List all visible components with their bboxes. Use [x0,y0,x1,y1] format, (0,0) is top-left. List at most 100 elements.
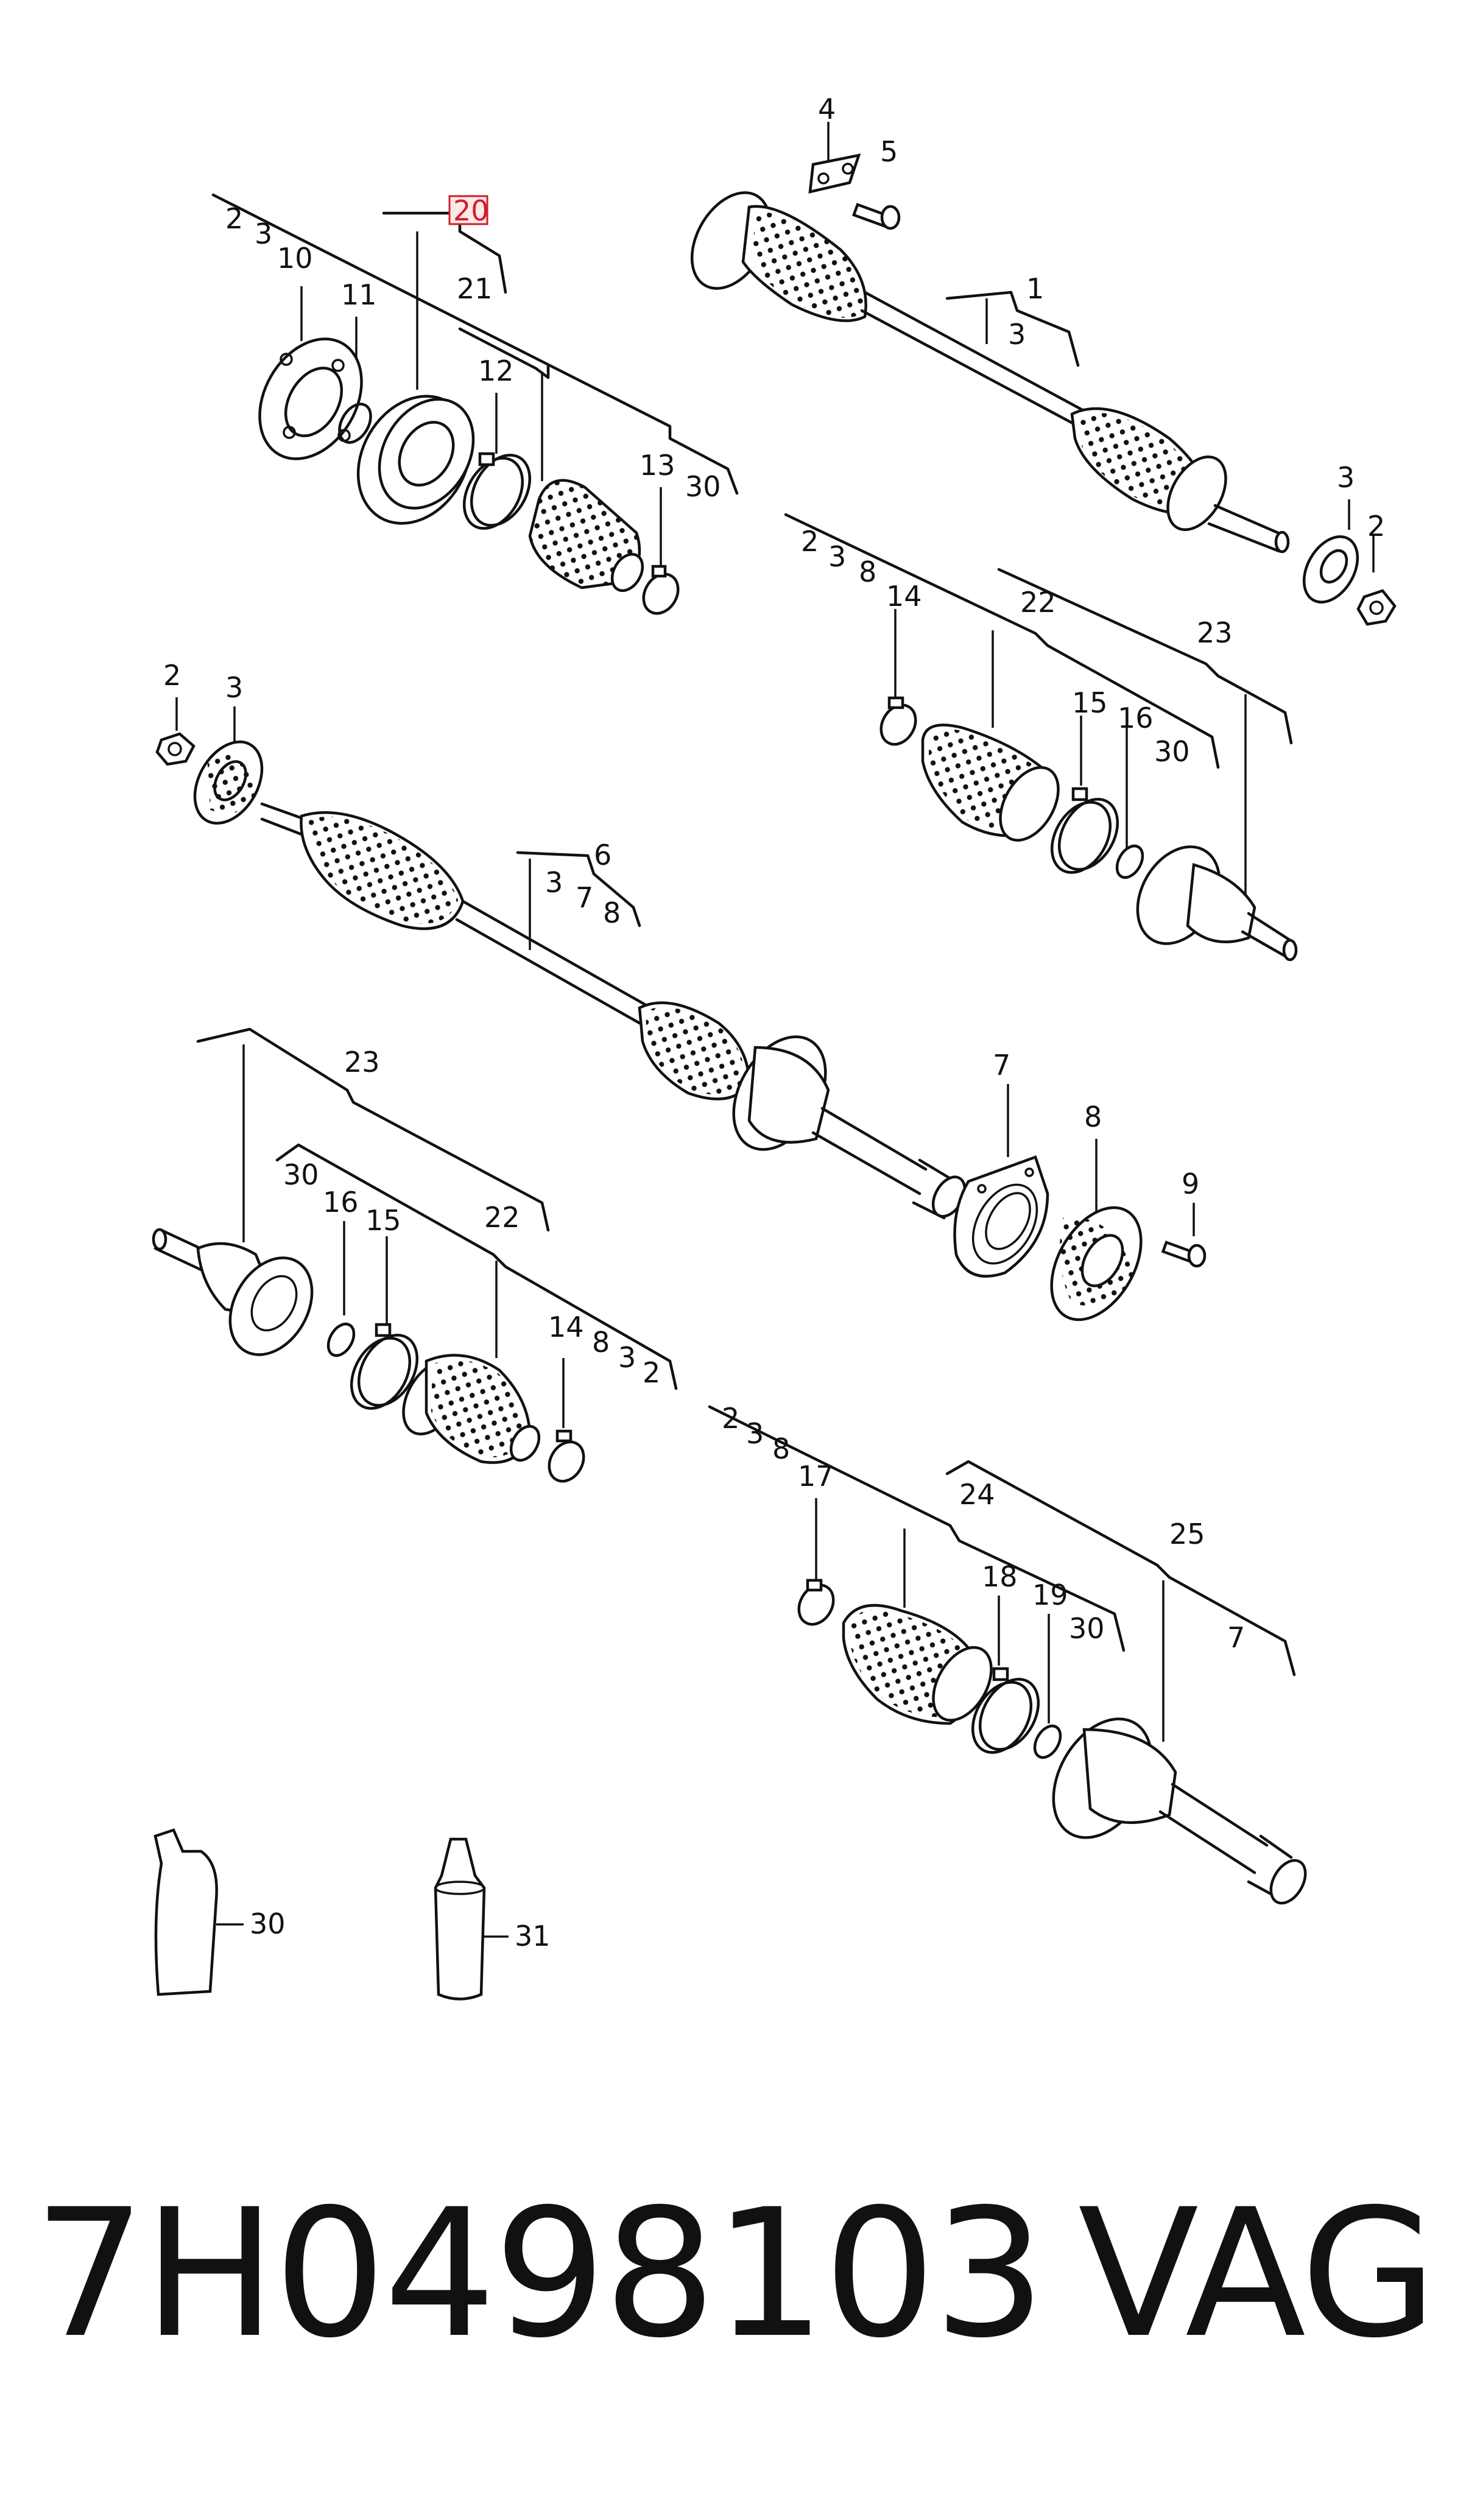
drive-shaft-top [690,191,1290,554]
callout-14: 14 [886,580,922,613]
callout-8: 8 [592,1326,610,1359]
callout-15: 15 [1072,686,1108,719]
small-clamp-part-13 [642,565,680,615]
boot-part-24 [842,1603,993,1725]
outer-joint-part-23-left [152,1228,314,1356]
callout-31: 31 [515,1920,551,1952]
part-number: 7H0498103 [33,2172,1046,2377]
callout-8: 8 [1084,1100,1102,1133]
callout-9: 9 [1182,1167,1199,1200]
clamp-part-12 [462,452,532,530]
sealant-bottle-part-31 [434,1837,509,2001]
callout-16: 16 [323,1186,359,1219]
outer-joint-part-23-right [1136,845,1298,962]
callout-23: 23 [1197,616,1233,649]
callout-8: 8 [859,555,876,588]
seal-plate-part-7 [953,1155,1049,1278]
callout-3: 3 [746,1417,764,1450]
circlip-part-16-right [1115,844,1144,879]
callout-14: 14 [548,1311,584,1343]
callout-21: 21 [457,272,493,305]
callout-3: 3 [828,540,846,573]
bracket-line-top-left-a [211,193,739,495]
callout-7: 7 [1227,1621,1245,1654]
callout-2: 2 [163,659,181,692]
brand-name: VAG [1078,2172,1437,2377]
callout-19: 19 [1032,1579,1068,1611]
callout-30: 30 [685,470,721,503]
callout-30: 30 [1154,735,1190,768]
group-inner-joint-kit [211,193,739,615]
callout-2: 2 [225,202,243,235]
callout-12: 12 [478,354,514,387]
small-clamp-part-17 [797,1579,835,1626]
callout-3: 3 [225,671,243,704]
clamp-part-15-left [350,1323,419,1410]
clamp-part-18 [971,1667,1040,1754]
callout-23: 23 [344,1046,380,1079]
callout-22: 22 [484,1201,520,1234]
callout-11: 11 [341,278,377,311]
callout-3: 3 [545,866,563,899]
callout-4: 4 [818,93,836,125]
callout-7: 7 [576,881,593,914]
bracket-line-25 [945,1460,1296,1677]
bracket-line-23-left [196,1027,550,1232]
bolt-part-9 [1161,1241,1207,1268]
callout-2: 2 [722,1402,739,1435]
callout-7: 7 [993,1049,1010,1082]
callout-30: 30 [283,1158,319,1191]
bracket-line-23 [997,568,1293,745]
group-outer-joint-kit-right [784,513,1298,962]
bracket-line-1 [945,290,1080,367]
group-outer-joint-kit-left [152,1027,678,1483]
bracket-line-20 [382,211,507,294]
washer-part-3-top [1302,535,1359,604]
boot-part-22-right [921,723,1060,842]
callout-5: 5 [880,135,898,168]
circlip-part-16-left [326,1322,356,1357]
bearing-part-8 [1050,1206,1143,1322]
nut-part-2-top [1356,589,1397,626]
bolt-part-5 [851,203,901,230]
group-drive-shaft-top [690,122,1397,626]
callout-labels: 20 2 3 10 11 21 12 13 30 4 5 1 3 3 2 2 3… [163,93,1385,1952]
bracket-line-22 [784,513,1220,769]
clamp-part-15-right [1050,787,1119,874]
callout-18: 18 [982,1560,1018,1593]
boot-part-22-left [402,1354,541,1464]
callout-16: 16 [1118,702,1154,734]
bracket-line-22-left [275,1143,678,1390]
callout-8: 8 [772,1432,790,1465]
callout-25: 25 [1169,1518,1205,1550]
callout-3: 3 [255,217,272,250]
small-clamp-part-14-right [879,696,917,746]
group-inner-joint-kit-lower [708,1405,1307,1905]
callout-2: 2 [643,1356,660,1389]
circlip-part-11 [338,403,372,444]
circlip-part-19 [1033,1724,1062,1759]
callout-13: 13 [640,449,675,482]
group-drive-shaft-middle [155,697,1207,1322]
callout-22: 22 [1020,586,1056,619]
washer-part-3-mid [193,740,264,825]
callout-20[interactable]: 20 [453,194,489,227]
flange-part-10 [258,337,363,460]
callout-3: 3 [1337,461,1355,494]
callout-2: 2 [801,525,819,558]
boot-part-21 [528,479,644,593]
callout-3: 3 [1008,318,1026,351]
callout-8: 8 [603,896,621,929]
joint-part-20 [356,395,475,525]
callout-24: 24 [959,1478,995,1511]
callout-30: 30 [250,1907,286,1940]
inner-joint-part-25 [1052,1717,1307,1905]
callout-30: 30 [1069,1612,1105,1645]
bracket-line-24 [708,1405,1126,1652]
callout-1: 1 [1026,272,1044,305]
grease-tube-part-30 [153,1828,244,1996]
drive-shaft-middle [260,802,967,1220]
callout-6: 6 [594,839,611,871]
callout-15: 15 [365,1204,401,1237]
